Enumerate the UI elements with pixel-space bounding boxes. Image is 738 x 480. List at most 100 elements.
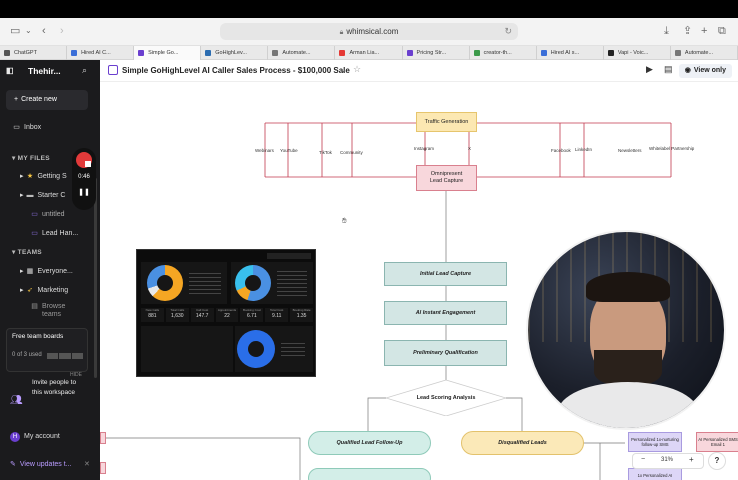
channel-label: TikTok [319,150,332,155]
nurture-sms-node[interactable]: Personalized 1x-nurturing follow-up SMS [628,432,682,452]
screen-recorder-widget: 0:46 ❚❚ [72,148,96,210]
browser-tab[interactable]: Arman Lia... [335,46,403,60]
sidebar-file-lead-handling[interactable]: ▭Lead Han... [31,230,79,237]
browse-icon: ▤ [31,303,38,310]
browser-tab[interactable]: Automate... [268,46,336,60]
present-icon[interactable]: ▶ [646,64,653,74]
close-icon[interactable]: ✕ [84,461,90,468]
channel-label: Newsletters [618,148,642,153]
share-icon[interactable]: ⇪ [683,25,693,37]
title-chevron-down-icon[interactable]: ⌄ [340,65,347,74]
caret-right-icon: ▸ [20,192,26,199]
tab-label: ChatGPT [14,50,37,56]
browser-tab[interactable]: Vapi - Voic... [604,46,671,60]
sidebar-file-getting-started[interactable]: ▸ ★Getting S [20,173,67,180]
sidebar-team-marketing[interactable]: ▸ ➶Marketing [20,287,69,294]
back-icon[interactable]: ‹ [42,25,46,37]
new-tab-icon[interactable]: + [701,25,708,37]
url-text: whimsical.com [346,27,399,36]
sidebar-toggle-icon[interactable]: ▭ [10,25,21,37]
address-bar[interactable]: 🔒︎whimsical.com ↻ [220,23,518,40]
create-new-button[interactable]: +Create new [6,90,88,110]
sidebar-scrollbar[interactable] [94,178,97,378]
initial-lead-capture-node[interactable]: Initial Lead Capture [384,262,507,286]
offscreen-node[interactable] [100,432,106,444]
metric-label: Booking Cost [242,308,261,312]
sidebar-collapse-icon[interactable]: ◧ [6,66,14,75]
macos-menubar [0,0,738,18]
offscreen-node[interactable] [100,462,106,474]
download-icon[interactable]: ⤓ [664,25,669,37]
forward-icon[interactable]: › [60,25,64,37]
my-files-heading[interactable]: ▾ MY FILES [12,155,50,162]
reload-icon[interactable]: ↻ [504,26,512,36]
view-updates-link[interactable]: ✎View updates t... [10,461,72,468]
chevron-down-icon[interactable]: ⌄ [25,26,32,35]
browser-tab[interactable]: Automate... [671,46,738,60]
traffic-generation-node[interactable]: Traffic Generation [416,112,477,132]
preliminary-qualification-node[interactable]: Preliminary Qualification [384,340,507,366]
metric-value: 881 [148,313,157,319]
favicon-icon [272,50,279,56]
invite-people-link[interactable]: Invite people to this workspace [32,379,77,396]
tab-overview-icon[interactable]: ⧉ [718,25,726,37]
metric-value: 9.11 [272,313,282,319]
nurture-ai-node[interactable]: 1x Personalized AI [628,468,682,480]
favorite-star-icon[interactable]: ☆ [353,64,362,74]
metric-label: Call Cost [196,308,209,312]
stop-recording-button[interactable] [76,152,92,168]
zoom-in-button[interactable]: + [689,455,694,464]
zoom-level[interactable]: 31% [661,457,674,463]
browser-tab[interactable]: ChatGPT [0,46,68,60]
sidebar-browse-teams[interactable]: ▤Browse teams [31,303,66,318]
ai-instant-engagement-node[interactable]: AI Instant Engagement [384,301,507,325]
zoom-out-button[interactable]: − [641,456,646,463]
sidebar-file-untitled[interactable]: ▭untitled [31,211,65,218]
qualified-next-node[interactable] [308,468,431,480]
omnipresent-lead-capture-node[interactable]: Omnipresent Lead Capture [416,165,477,191]
favicon-icon [406,50,413,56]
lower-connectors [100,437,625,480]
help-button[interactable]: ? [708,452,726,470]
nurture-email-node[interactable]: AI Personalized SMS Email 1 [696,432,738,452]
metric-label: Total Calls [170,308,185,312]
favicon-icon [339,50,346,56]
invite-hide-button[interactable]: HIDE [70,372,82,378]
lead-scoring-decision-shape[interactable] [386,380,506,416]
metric-value: 147.7 [195,313,209,319]
search-icon[interactable]: ⌕ [82,65,88,75]
browser-tab[interactable]: Hired AI C... [67,46,135,60]
sidebar-team-everyone[interactable]: ▸ ▦Everyone... [20,268,73,275]
browser-tab[interactable]: GoHighLev... [201,46,269,60]
workspace-name[interactable]: Thehir... [28,66,61,76]
sidebar-file-starter[interactable]: ▸ ▬Starter C [20,192,66,199]
sidebar-item-inbox[interactable]: ▭Inbox [13,124,42,131]
grid-icon: ▦ [26,268,34,275]
hand-cursor-icon: ✋︎ [342,216,347,225]
favicon-icon [607,50,614,56]
disqualified-leads-node[interactable]: Disqualified Leads [461,431,584,455]
caret-right-icon: ▸ [20,173,26,180]
caret-right-icon: ▸ [20,287,26,294]
plus-icon: + [14,96,19,103]
page-title[interactable]: Simple GoHighLevel AI Caller Sales Proce… [122,66,350,75]
browser-tab[interactable]: Pricing Str... [403,46,470,60]
browser-tab[interactable]: creator-th... [470,46,537,60]
browser-tab[interactable]: Simple Go... [134,46,202,60]
invite-people-icon: 👥︎ [10,395,23,406]
browser-tab[interactable]: Hired AI s... [537,46,604,60]
metric-value: 22 [224,313,230,319]
qualified-lead-node[interactable]: Qualified Lead Follow-Up [308,431,431,455]
comments-icon[interactable]: ▤ [664,64,673,74]
teams-heading[interactable]: ▾ TEAMS [12,249,42,256]
channel-label: Instagram [414,146,435,151]
dashboard-panel [235,326,313,372]
pause-icon[interactable]: ❚❚ [78,189,90,196]
presenter-beard [594,350,662,386]
view-only-button[interactable]: ◉View only [678,64,732,78]
